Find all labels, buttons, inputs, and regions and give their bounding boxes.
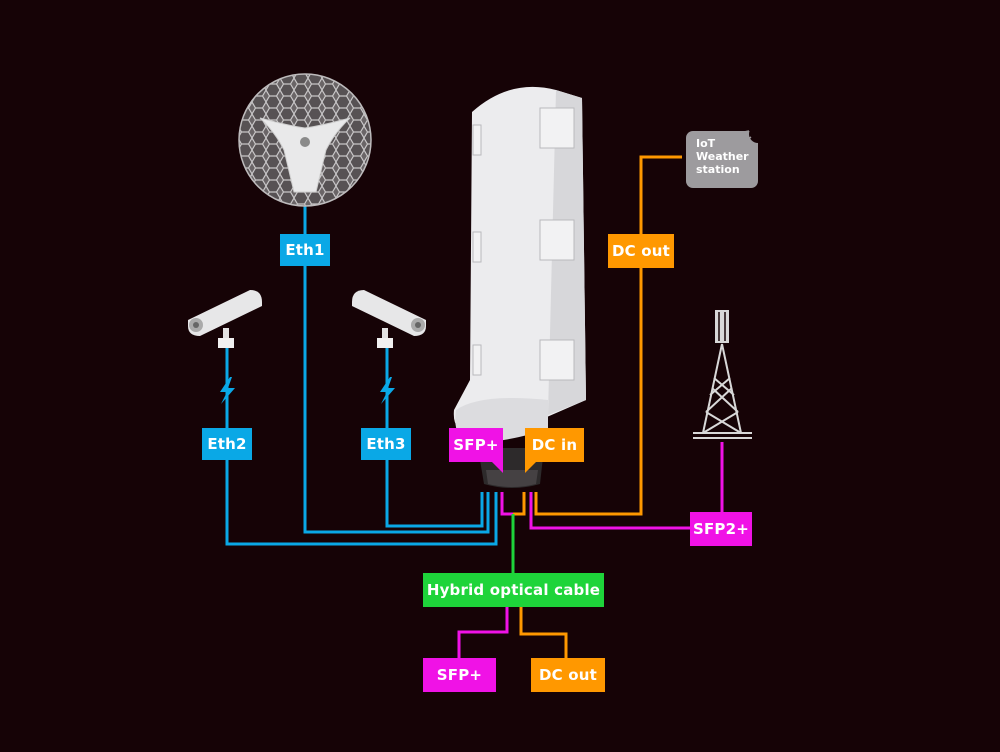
wire-dc-bottom (519, 606, 568, 658)
wire-dc-out-top (534, 155, 682, 516)
dc-out-top-label: DC out (608, 234, 674, 268)
wire-sfp-hybrid (500, 492, 513, 516)
security-camera-icon (188, 290, 262, 348)
eth1-label: Eth1 (280, 234, 330, 266)
dc-in-callout-tail (525, 460, 538, 473)
security-camera-icon (352, 290, 426, 348)
sfp-bottom-label: SFP+ (423, 658, 496, 692)
hybrid-cable-label: Hybrid optical cable (423, 573, 604, 607)
lightning-bolt-icon (220, 377, 235, 404)
sfp2-label: SFP2+ (690, 512, 752, 546)
iot-weather-station: IoT Weather station (686, 131, 758, 188)
wire-eth1 (303, 200, 490, 534)
eth3-label: Eth3 (361, 428, 411, 460)
dish-antenna-icon (238, 73, 372, 207)
eth2-label: Eth2 (202, 428, 252, 460)
dc-in-label: DC in (525, 428, 584, 462)
dc-out-bottom-label: DC out (531, 658, 605, 692)
sun-icon (743, 128, 764, 150)
router-enclosure (453, 86, 586, 488)
lightning-bolt-icon (380, 377, 395, 404)
wire-dc-hybrid (513, 492, 526, 516)
cell-tower-icon (693, 310, 752, 439)
wire-sfp-bottom (457, 606, 509, 658)
sfp-port-label: SFP+ (449, 428, 503, 462)
wire-sfp2 (529, 492, 690, 530)
sfp-callout-tail (490, 460, 503, 473)
